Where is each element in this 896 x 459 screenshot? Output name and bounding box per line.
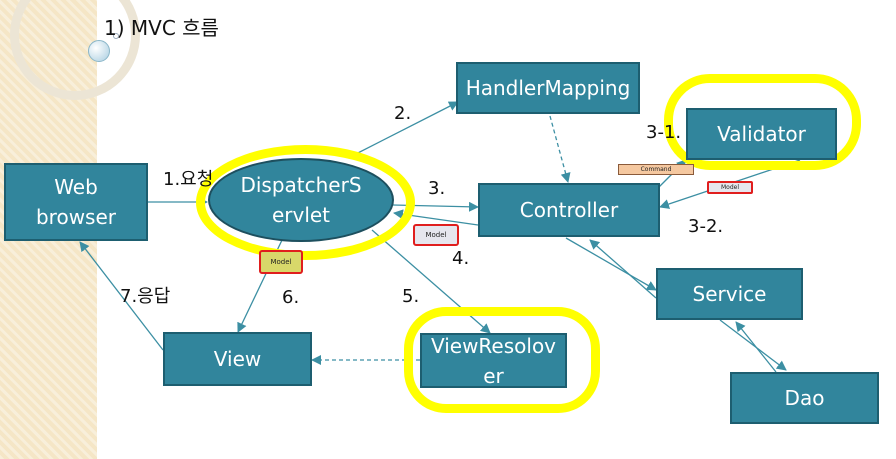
model-tag-dispatcher: Model — [259, 250, 303, 274]
arrow-service-controller — [589, 239, 657, 299]
step-4-label: 4. — [452, 248, 470, 269]
web-browser-node[interactable]: Web browser — [4, 163, 148, 241]
highlight-resolver — [404, 307, 600, 413]
step-7-label: 7.응답 — [120, 286, 171, 307]
step-1-label: 1.요청 — [163, 169, 214, 190]
service-node[interactable]: Service — [656, 268, 803, 320]
step-31-label: 3-1. — [646, 122, 682, 143]
page-title: 1) MVC 흐름 — [104, 16, 219, 40]
highlight-dispatcher — [196, 145, 415, 260]
controller-node[interactable]: Controller — [478, 183, 660, 237]
decor-circle-small — [88, 40, 110, 62]
step-5-label: 5. — [402, 286, 420, 307]
arrow-dao-service — [735, 321, 777, 373]
dispatcher-servlet-node[interactable]: DispatcherS ervlet — [208, 158, 394, 242]
model-tag-controller: Model — [413, 224, 459, 246]
command-tag: Command — [618, 164, 694, 175]
validator-node[interactable]: Validator — [686, 108, 837, 160]
step-3-label: 3. — [428, 178, 446, 199]
model-tag-validator: Model — [707, 181, 753, 194]
step-6-label: 6. — [282, 287, 300, 308]
handler-mapping-node[interactable]: HandlerMapping — [456, 62, 640, 114]
dao-node[interactable]: Dao — [730, 372, 879, 424]
step-32-label: 3-2. — [688, 216, 724, 237]
view-node[interactable]: View — [163, 332, 312, 386]
arrow-controller-service — [565, 237, 657, 291]
decor-circle-large — [10, 0, 140, 100]
step-2-label: 2. — [394, 103, 412, 124]
decor-dot — [113, 33, 119, 39]
arrow-handler-controller — [549, 115, 571, 183]
arrow-2-handler — [347, 101, 459, 159]
highlight-validator — [664, 74, 861, 170]
arrow-7-response — [79, 241, 164, 351]
view-resolver-node[interactable]: ViewResolov er — [420, 333, 567, 388]
arrow-service-dao — [719, 319, 787, 371]
